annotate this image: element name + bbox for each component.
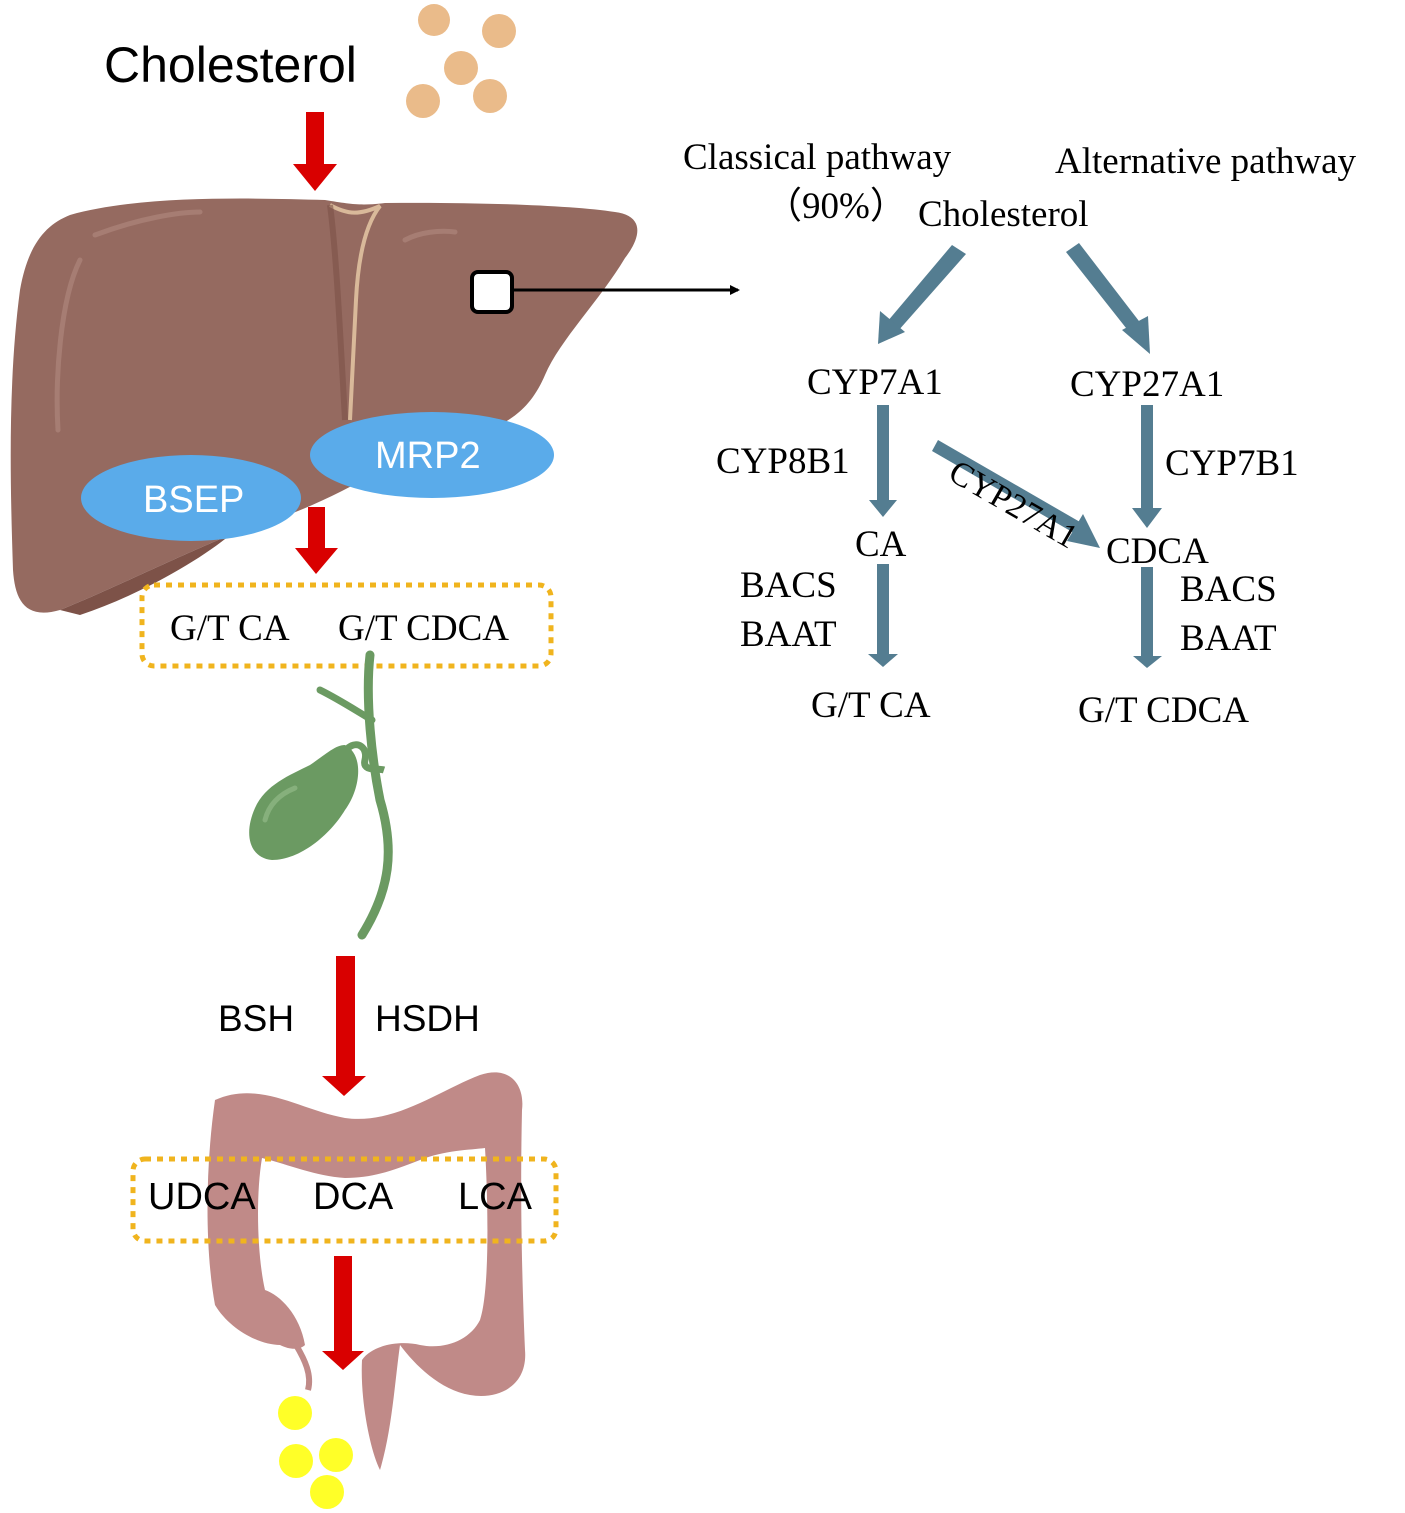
cholesterol-label: Cholesterol [104,37,357,93]
red-arrow-down-icon [322,956,366,1096]
arrow-cyp7a1-to-ca [869,405,897,517]
red-arrow-down-icon [295,507,338,574]
node-gt-cdca: G/T CDCA [1078,690,1249,731]
enzyme-cyp7b1: CYP7B1 [1165,443,1299,484]
excretion-dot [319,1438,353,1472]
node-gt-ca: G/T CA [811,685,931,726]
cholesterol-dot [444,51,478,85]
arrow-ca-to-gtca [868,564,898,667]
transporter-label-mrp2: MRP2 [375,435,481,477]
classical-pathway-label: Classical pathway [683,137,952,178]
transporter-oval-mrp2 [310,412,554,498]
arrow-cholesterol-to-cyp7a1 [878,245,966,344]
start-node-cholesterol: Cholesterol [918,194,1089,235]
colon-icon [207,1072,526,1470]
excretion-dot [310,1475,344,1509]
red-arrow-down-icon [322,1256,364,1370]
excretion-dot [278,1396,312,1430]
cholesterol-dot [473,79,507,113]
enzyme-bacs-left: BACS [740,565,837,606]
enzyme-baat-left: BAAT [740,614,837,655]
cholesterol-dots [406,4,516,118]
alternative-pathway-label: Alternative pathway [1055,141,1357,182]
transporter-label-bsep: BSEP [143,479,245,521]
primary-bile-acid-box [139,582,554,669]
arrow-cdca-to-gtcdca [1133,567,1162,668]
node-cyp7a1: CYP7A1 [807,362,943,403]
red-arrow-down-icon [293,112,337,191]
zoom-connector [470,270,740,314]
arrow-cyp27a1-to-cdca [1132,405,1162,528]
gallbladder-icon [249,650,393,940]
primary-bile-acid-gtca: G/T CA [170,608,290,649]
node-ca: CA [855,524,907,565]
node-cyp27a1: CYP27A1 [1070,364,1225,405]
arrow-ca-to-cdca [932,440,1100,548]
node-cdca: CDCA [1106,531,1209,572]
zoom-square-icon [470,270,514,314]
transporter-oval-bsep [81,455,301,541]
cholesterol-dot [418,4,450,36]
classical-pathway-percent: （90%） [765,186,907,227]
secondary-bile-acid-lca: LCA [458,1176,532,1218]
enzyme-cyp8b1: CYP8B1 [716,441,850,482]
secondary-bile-acid-dca: DCA [313,1176,394,1218]
cholesterol-dot [482,14,516,48]
cholesterol-dot [406,84,440,118]
arrow-cholesterol-to-cyp27a1 [1066,243,1150,354]
enzyme-bacs-right: BACS [1180,569,1277,610]
gut-enzyme-hsdh: HSDH [375,998,480,1039]
excretion-dots [278,1396,353,1509]
excretion-dot [279,1444,313,1478]
gut-enzyme-bsh: BSH [218,998,295,1039]
enzyme-baat-right: BAAT [1180,618,1277,659]
secondary-bile-acid-box [130,1156,559,1244]
primary-bile-acid-gtcdca: G/T CDCA [338,608,509,649]
pathway-arrows [868,243,1162,668]
secondary-bile-acid-udca: UDCA [148,1176,256,1218]
